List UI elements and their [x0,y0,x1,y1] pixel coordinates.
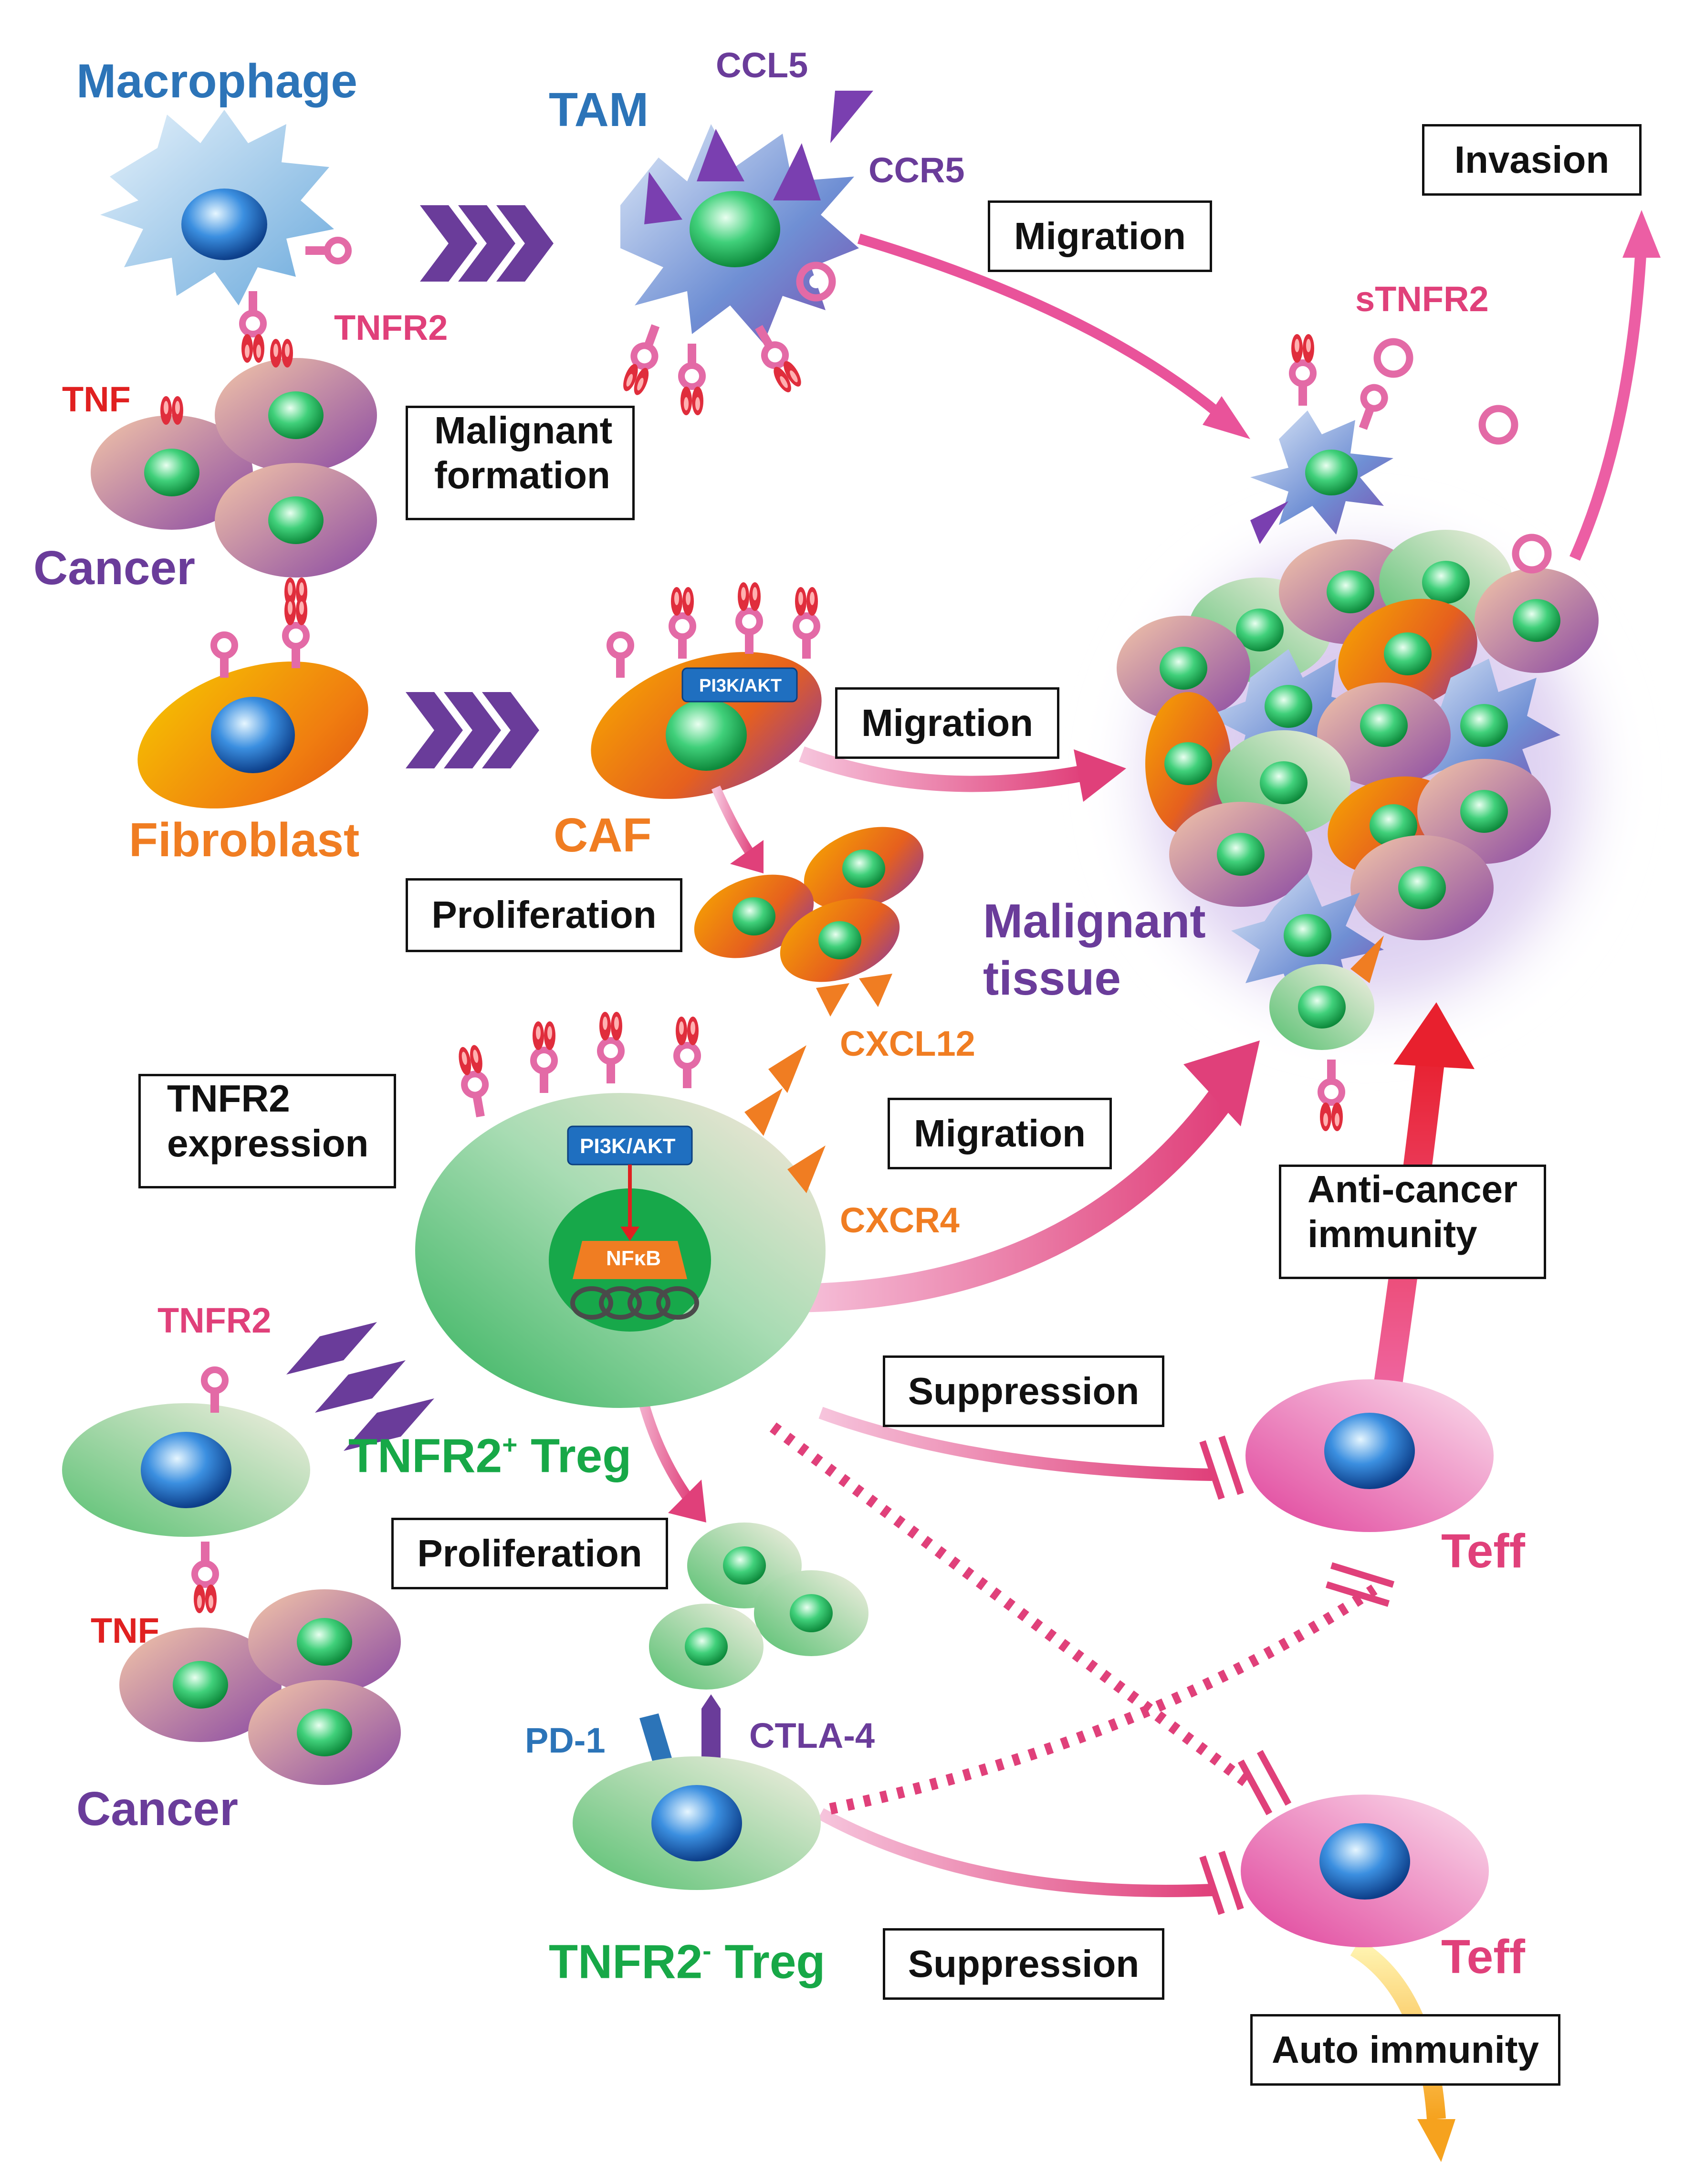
teff-label-2: Teff [1441,1930,1525,1984]
dotted-inhibition-1 [769,1422,1254,1790]
pi3k-akt-text-treg: PI3K/AKT [580,1134,676,1158]
box-proliferation-treg: Proliferation [391,1518,668,1589]
ctla4-receptor [701,1709,721,1761]
cancer-label-bottom: Cancer [76,1782,239,1836]
arrow-auto-immunity [1350,1939,1446,2120]
dna-coil [570,1286,699,1320]
caf-proliferation-cluster [694,827,924,1017]
chevron-arrow-mac-tam [420,205,554,282]
malignant-tissue-label-1: Malignant [983,894,1206,948]
treg-proliferation-cluster [649,1522,868,1690]
ccl5-label: CCL5 [716,45,808,85]
caf-label: CAF [554,808,652,862]
chevron-arrow-cancer-treg [286,1322,434,1451]
ctla4-label: CTLA-4 [749,1716,875,1755]
treg-precursor-cell [62,1403,310,1537]
arrow-suppression-1 [818,1407,1213,1481]
tnfr2-label-top: TNFR2 [334,308,448,347]
small-treg-entering-tissue [1269,935,1384,1050]
nfkb-text: NFκB [606,1247,661,1270]
tnfr2-minus-treg-cell [573,1694,821,1890]
cancer-cluster-bottom [119,1589,401,1785]
ccl5-ligand [830,91,873,143]
teff-cell-1 [1245,1379,1494,1532]
arrow-treg-migration [787,1089,1234,1312]
nfkb-complex [573,1241,687,1279]
box-invasion: Invasion [1422,124,1642,196]
caf-cell [591,652,822,799]
arrow-caf-proliferation [711,785,758,862]
chevron-arrow-fib-caf [406,692,539,768]
cancer-label-top: Cancer [33,541,196,595]
tnf-label-top: TNF [62,379,131,419]
malignant-tissue-label-2: tissue [983,952,1121,1005]
tnfr2-minus-treg-label: TNFR2- Treg [549,1935,826,1989]
box-auto-immunity: Auto immunity [1250,2014,1560,2086]
arrow-caf-migration [799,746,1085,792]
fibroblast-cell [137,662,368,808]
box-migration-caf: Migration [835,687,1059,759]
box-proliferation-caf: Proliferation [406,878,682,952]
tnf-label-bottom: TNF [91,1611,159,1650]
macrophage-label: Macrophage [76,54,358,108]
cancer-cluster-top [91,358,377,578]
arrow-invasion [1569,238,1647,561]
tam-label: TAM [549,83,649,136]
tnfr2-plus-treg-label: TNFR2+ Treg [348,1429,632,1483]
box-suppression-2: Suppression [883,1928,1164,2000]
arrow-suppression-2 [817,1808,1213,1897]
tnfr2-label-mid: TNFR2 [157,1301,272,1340]
box-migration-treg: Migration [888,1098,1112,1169]
malignant-tissue [1117,530,1599,1012]
stnfr2-label: sTNFR2 [1355,279,1489,319]
teff-cell-2 [1241,1795,1489,1947]
box-suppression-1: Suppression [883,1355,1164,1427]
pd1-label: PD-1 [525,1721,606,1760]
teff-label-1: Teff [1441,1524,1525,1578]
box-migration-tam: Migration [988,200,1212,272]
pd1-receptor [639,1713,673,1766]
pi3k-akt-text-caf: PI3K/AKT [699,676,782,696]
cxcl12-label: CXCL12 [840,1024,975,1063]
pi3k-akt-box-caf [681,667,798,703]
fibroblast-label: Fibroblast [129,813,360,867]
cxcr4-label: CXCR4 [840,1200,960,1240]
ccr5-label: CCR5 [868,150,965,190]
tam-cell [620,124,859,344]
migrating-tam [1250,410,1393,544]
macrophage-cell [100,110,334,305]
dotted-inhibition-2 [829,1585,1378,1815]
tnfr2-plus-treg-cell [415,1045,826,1408]
arrow-tam-migration [857,233,1230,424]
